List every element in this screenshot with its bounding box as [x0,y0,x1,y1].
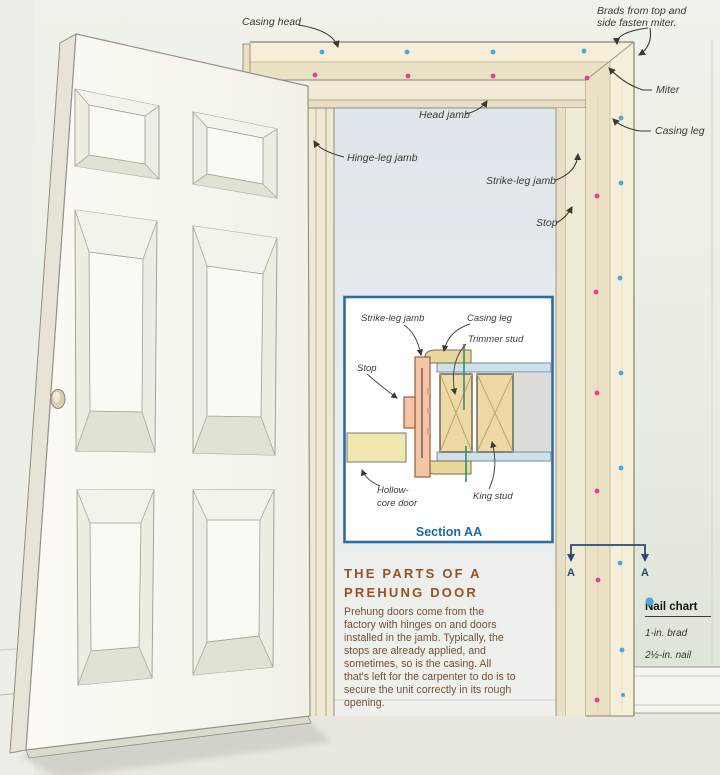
nail-chart-item-nail: 2½-in. nail [645,597,720,661]
inset-arrow-king-stud [488,441,497,490]
arrow-brads-2 [638,27,652,56]
arrow-brads-1 [612,27,649,46]
section-arrow-left [567,554,575,562]
label-strike-leg-jamb: Strike-leg jamb [486,175,556,187]
figure-title: THE PARTS OF A PREHUNG DOOR [344,564,534,602]
inset-label-strike-leg-jamb: Strike-leg jamb [361,313,424,324]
label-brads-1: Brads from top and [597,5,687,17]
label-head-jamb: Head jamb [419,109,470,121]
door-panel [74,209,158,453]
door-shadow [18,720,332,775]
strike-leg-jamb [555,80,587,716]
inset-label-hollow-core-2: core door [377,498,418,509]
nail-chart-item-brad-label: 1-in. brad [645,628,688,639]
figure-body-text: Prehung doors come from the factory with… [344,606,516,709]
nail-chart: Nail chart 1-in. brad 2½-in. nail [645,597,720,661]
nail-chart-item-nail-label: 2½-in. nail [645,650,692,661]
baseboard-right [634,666,720,714]
door [9,33,332,775]
section-aa-marker: A A [567,544,649,579]
casing-head [242,41,634,83]
inset-label-king-stud: King stud [473,491,513,502]
inset-arrow-strike-jamb [403,324,424,356]
door-panel [192,225,278,456]
label-stop: Stop [536,217,558,229]
label-casing-leg: Casing leg [655,125,705,137]
stop-section [403,396,416,429]
figure-title-line1: THE PARTS OF A [344,566,482,581]
label-brads-2: side fasten miter. [597,17,677,29]
arrow-strike-leg-jamb [555,152,582,181]
head-jamb [308,80,586,109]
king-stud [476,373,514,453]
nail-dot-icon [645,597,654,606]
section-letter-right: A [641,567,649,579]
label-casing-head: Casing head [242,16,302,28]
doorknob-bore-highlight [53,391,60,403]
door-panel [74,88,160,180]
miter-joint-line [585,41,635,81]
door-panels [74,88,278,686]
drywall-top [436,362,552,373]
arrow-stop [555,206,573,224]
nail-chart-title: Nail chart [645,601,711,617]
arrow-hinge-leg-jamb [313,140,345,158]
arrow-casing-head [297,24,340,49]
section-letter-left: A [567,567,575,579]
inset-label-trimmer-stud: Trimmer stud [468,334,524,345]
inset-arrow-trimmer-stud [450,343,467,395]
label-hinge-leg-jamb: Hinge-leg jamb [347,152,418,164]
arrow-casing-leg [612,118,651,132]
inset-caption: Section AA [416,525,482,539]
door-panel [192,489,275,676]
section-arrow-right [641,554,649,562]
door-panel [76,489,155,686]
hollow-core-door-section [346,432,407,463]
label-miter: Miter [656,84,680,96]
arrow-miter [608,67,652,91]
hinge-leg-jamb [308,84,335,716]
inset-arrow-stop [366,373,398,399]
inset-label-hollow-core-1: Hollow- [377,485,409,496]
inset-arrow-hollow-core [361,469,381,487]
nail-dots-blue [319,48,625,697]
section-aa-inset: Strike-leg jamb Casing leg Trimmer stud … [343,295,554,544]
inset-label-stop: Stop [357,363,377,374]
door-panel [192,111,278,199]
nail-chart-item-brad: 1-in. brad [645,597,720,639]
casing-leg-section-bottom [424,460,472,475]
figure-title-line2: PREHUNG DOOR [344,585,479,600]
fastener-dots [312,48,625,703]
arrow-head-jamb [465,100,488,115]
brad-dots-pink [312,72,601,703]
casing-leg [585,41,635,717]
wall-cavity [513,373,551,452]
callouts: Casing head Brads from top and side fast… [242,5,705,229]
trimmer-stud [439,373,473,453]
inset-label-casing-leg: Casing leg [467,313,513,324]
inset-arrow-casing-leg [441,323,471,352]
